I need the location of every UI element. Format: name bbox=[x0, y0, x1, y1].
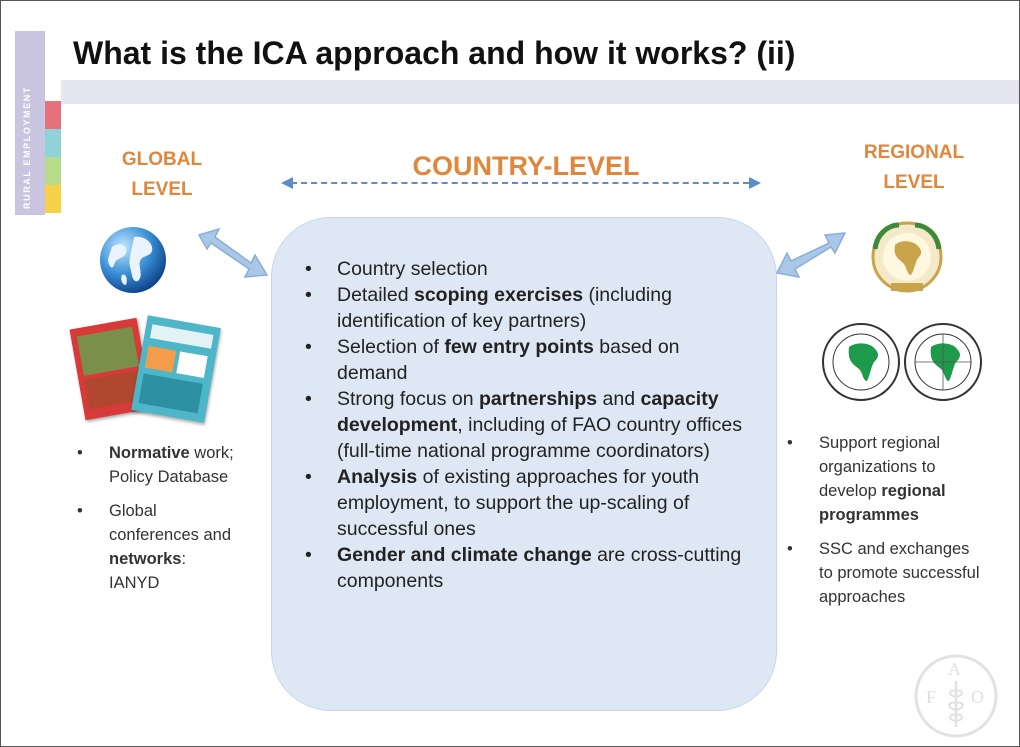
bullet-text: and bbox=[597, 388, 641, 410]
country-span-arrow bbox=[291, 182, 749, 184]
stripe-red bbox=[45, 101, 61, 129]
bullet-item: Global conferences and networks: IANYD bbox=[77, 499, 237, 595]
bullet-text: are cross-cutting components bbox=[337, 544, 742, 592]
regional-level-heading: REGIONAL LEVEL bbox=[863, 142, 965, 193]
bullet-item: Support regional organizations to develo… bbox=[787, 431, 987, 527]
bullet-item: Detailed scoping exercises (including id… bbox=[305, 282, 755, 334]
regional-level-list: Support regional organizations to develo… bbox=[787, 431, 987, 619]
au-emblem-icon bbox=[871, 221, 943, 293]
double-arrow-icon bbox=[775, 232, 847, 279]
svg-text:O: O bbox=[971, 687, 984, 707]
bullet-emphasis: scoping exercises bbox=[413, 284, 584, 306]
bullet-item: Analysis of existing approaches for yout… bbox=[305, 464, 755, 542]
bullet-text: , including of FAO country offices (full… bbox=[337, 414, 742, 462]
stripe-green bbox=[45, 157, 61, 185]
bullet-text: Selection of bbox=[337, 336, 445, 358]
bullet-text: (including identification of key partner… bbox=[337, 284, 672, 332]
title-band bbox=[61, 80, 1019, 104]
bullet-text: of existing approaches for youth employm… bbox=[337, 466, 700, 540]
bullet-text: Country selection bbox=[337, 258, 488, 280]
bullet-emphasis: capacity development bbox=[337, 388, 719, 436]
bullet-item: Gender and climate change are cross-cutt… bbox=[305, 542, 755, 594]
arrow-head-left bbox=[281, 177, 293, 189]
country-level-heading: COUNTRY-LEVEL bbox=[412, 151, 640, 181]
country-level-list: Country selectionDetailed scoping exerci… bbox=[305, 256, 755, 594]
svg-text:A: A bbox=[948, 659, 961, 679]
global-level-heading: GLOBAL LEVEL bbox=[121, 149, 203, 200]
bullet-text: SSC and exchanges to promote successful … bbox=[819, 540, 980, 606]
bullet-item: Normative work; Policy Database bbox=[77, 441, 237, 489]
bullet-emphasis: networks bbox=[109, 550, 182, 568]
side-tab-label: RURAL EMPLOYMENT bbox=[22, 86, 32, 209]
page-title: What is the ICA approach and how it work… bbox=[73, 35, 796, 71]
stripe-teal bbox=[45, 129, 61, 157]
bullet-emphasis: Gender and climate change bbox=[337, 544, 592, 566]
side-tab: RURAL EMPLOYMENT bbox=[15, 31, 63, 215]
publications-image bbox=[69, 315, 233, 423]
bullet-text: Detailed bbox=[337, 284, 414, 306]
fao-logo-icon: F A O bbox=[914, 654, 998, 738]
bullet-text: Global conferences and bbox=[109, 502, 232, 544]
bullet-text: : IANYD bbox=[109, 550, 187, 592]
bullet-emphasis: Analysis bbox=[337, 466, 418, 488]
bullet-text: based on demand bbox=[337, 336, 680, 384]
bullet-item: SSC and exchanges to promote successful … bbox=[787, 537, 987, 609]
bullet-emphasis: regional programmes bbox=[819, 482, 946, 524]
globe-icon bbox=[100, 227, 166, 293]
bullet-emphasis: few entry points bbox=[444, 336, 594, 358]
bullet-item: Strong focus on partnerships and capacit… bbox=[305, 386, 755, 464]
global-level-list: Normative work; Policy DatabaseGlobal co… bbox=[77, 441, 237, 605]
double-arrow-icon bbox=[197, 227, 269, 278]
stripe-yellow bbox=[45, 185, 61, 213]
svg-text:F: F bbox=[926, 687, 936, 707]
afdb-logo-icon bbox=[819, 319, 989, 405]
bullet-text: Support regional organizations to develo… bbox=[819, 434, 941, 500]
arrow-head-right bbox=[749, 177, 761, 189]
bullet-text: Strong focus on bbox=[337, 388, 480, 410]
bullet-item: Country selection bbox=[305, 256, 755, 282]
bullet-text: work; Policy Database bbox=[109, 444, 234, 486]
bullet-item: Selection of few entry points based on d… bbox=[305, 334, 755, 386]
bullet-emphasis: Normative bbox=[109, 444, 190, 462]
bullet-emphasis: partnerships bbox=[479, 388, 598, 410]
